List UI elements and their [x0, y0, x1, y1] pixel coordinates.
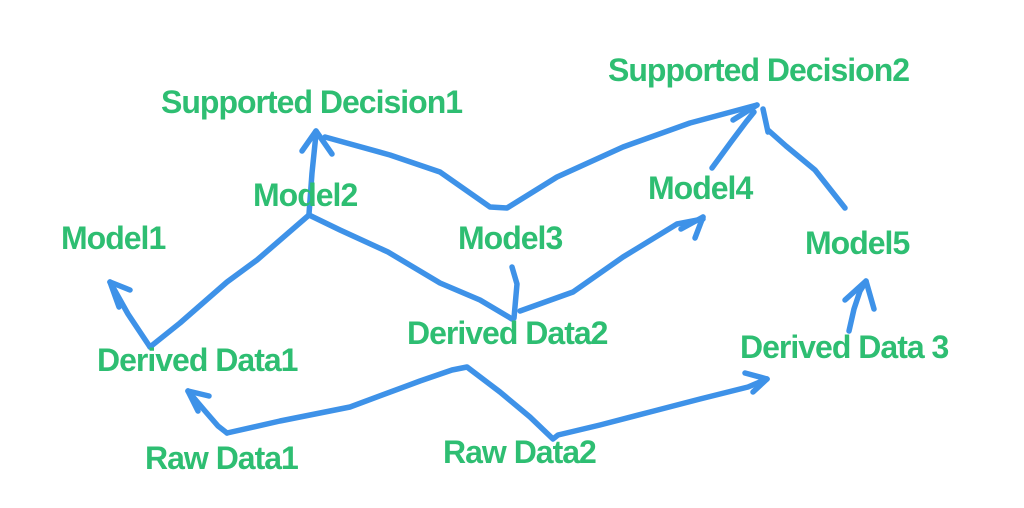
arrow-raw-data1-to-derived-data1-head-barb2	[185, 388, 201, 414]
arrow-derived-data3-to-model5-head-barb1	[842, 278, 869, 303]
arrow-model2-to-supported-decision1-head-barb2	[313, 128, 335, 157]
node-label-derived-data1: Derived Data1	[97, 342, 298, 378]
node-label-model3: Model3	[458, 220, 563, 256]
line-model3-to-derived-data2-shaft	[509, 264, 520, 321]
arrow-model2-to-supported-decision1-head-barb1	[299, 128, 319, 154]
arrow-derived-data2-to-model4-shaft	[517, 216, 706, 314]
node-label-model2: Model2	[253, 177, 358, 213]
node-label-model5: Model5	[805, 225, 910, 261]
line-model4-to-supported-decision2-shaft	[709, 109, 757, 171]
arrow-model2-to-supported-decision1-shaft	[306, 131, 319, 217]
node-label-model4: Model4	[648, 170, 753, 206]
arrow-derived-data2-to-model4-head-barb2	[692, 214, 706, 241]
arrow-derived-data3-to-model5-head-barb2	[863, 278, 877, 312]
line-derived-data1-to-model2-shaft	[147, 212, 312, 350]
node-label-raw-data2: Raw Data2	[443, 434, 597, 470]
arrow-raw-data1-to-derived-data1-shaft	[185, 388, 230, 436]
line-model5-to-supported-decision2-shaft	[765, 127, 848, 211]
arrow-raw-data1-to-derived-data1-head-barb1	[185, 388, 212, 399]
line-model2-to-derived-data2-shaft	[306, 212, 515, 322]
node-label-derived-data2: Derived Data2	[407, 315, 608, 351]
node-label-model1: Model1	[61, 220, 166, 256]
arrow-raw-data-to-derived-data3-head-barb2	[750, 376, 770, 395]
arrow-raw-data-to-derived-data3-shaft	[224, 364, 770, 442]
node-label-supported-decision2: Supported Decision2	[608, 52, 910, 88]
arrow-supported-decision1-to-supported-decision2-shaft	[322, 102, 760, 211]
node-label-raw-data1: Raw Data1	[145, 440, 299, 476]
arrow-derived-data1-to-model1-head-barb2	[107, 279, 122, 310]
node-label-supported-decision1: Supported Decision1	[161, 84, 463, 120]
node-label-derived-data3: Derived Data 3	[740, 329, 949, 365]
arrow-raw-data-to-derived-data3-head-barb1	[742, 370, 770, 382]
arrow-supported-decision1-to-supported-decision2-head-barb1	[730, 102, 760, 123]
